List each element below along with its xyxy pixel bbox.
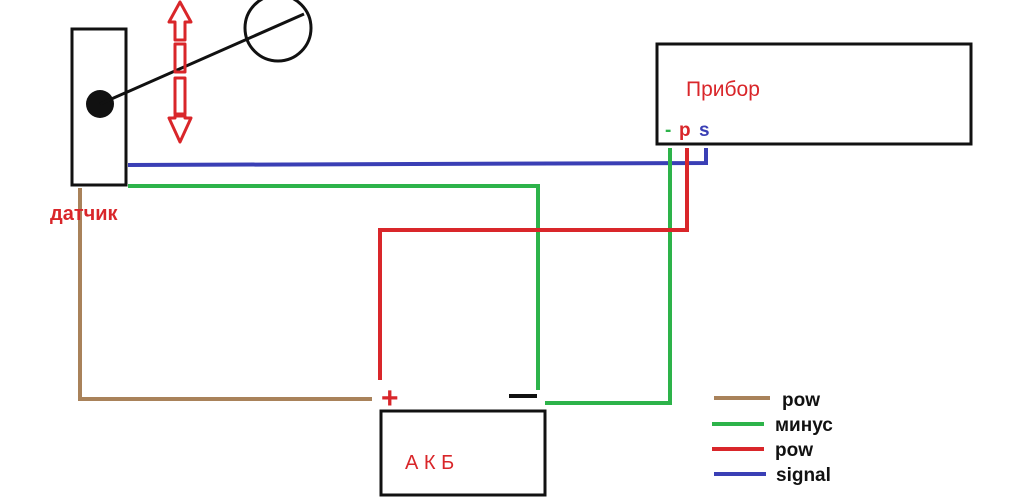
legend-label: signal xyxy=(776,465,831,486)
legend-item: pow xyxy=(714,390,820,411)
sensor-box xyxy=(70,27,128,187)
sensor-label: датчик xyxy=(50,203,119,225)
pin-minus-label: - xyxy=(665,120,671,141)
pin-s-label: s xyxy=(699,120,710,141)
battery-box xyxy=(379,409,547,497)
minus-wire-sensor xyxy=(128,184,540,390)
float-circle xyxy=(243,0,313,63)
battery-plus-terminal: + xyxy=(381,382,399,415)
battery-label: А К Б xyxy=(405,452,454,474)
power-wire-red xyxy=(378,148,689,380)
double-arrow-icon xyxy=(167,0,193,144)
power-wire-brown xyxy=(78,188,372,401)
legend-item: минус xyxy=(712,415,833,436)
float-arm xyxy=(99,12,305,106)
signal-wire xyxy=(127,148,708,167)
legend: pow минус pow signal xyxy=(712,390,833,486)
legend-item: signal xyxy=(714,465,831,486)
device-box xyxy=(655,42,973,146)
legend-item: pow xyxy=(712,440,813,461)
device-label: Прибор xyxy=(686,78,760,101)
pin-p-label: p xyxy=(679,120,691,141)
minus-wire-device xyxy=(545,148,672,405)
legend-label: минус xyxy=(775,415,833,436)
legend-label: pow xyxy=(775,440,813,461)
legend-label: pow xyxy=(782,390,820,411)
